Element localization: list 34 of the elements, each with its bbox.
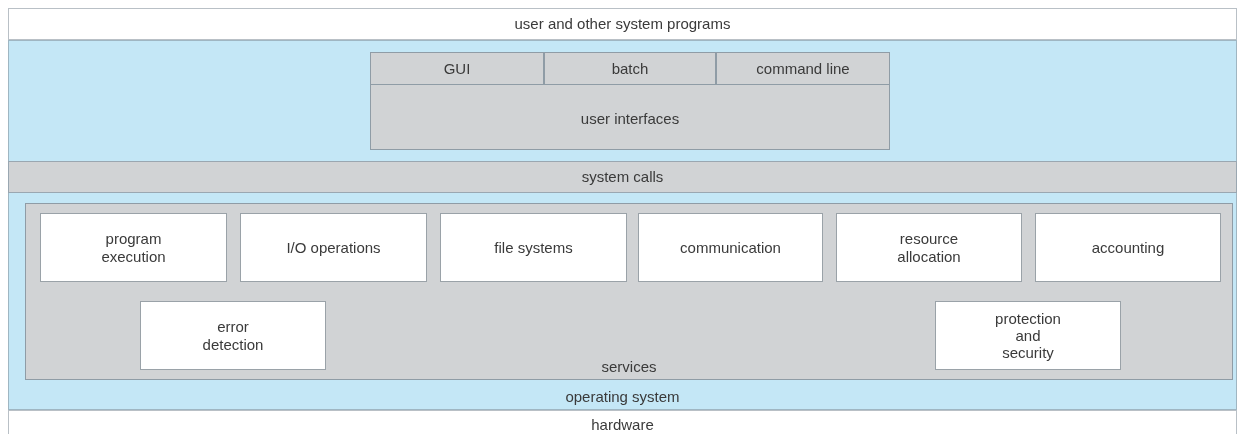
layer-band	[8, 161, 1237, 193]
node-label: system calls	[581, 168, 664, 186]
node-label: I/O operations	[286, 238, 381, 257]
service-box	[140, 301, 326, 370]
node-label: command line	[756, 59, 850, 78]
node-label: services	[601, 357, 657, 375]
interface-cell	[370, 52, 544, 85]
node-label: file systems	[494, 238, 573, 257]
service-box	[638, 213, 823, 282]
service-box	[1035, 213, 1221, 282]
node-label: operating system	[565, 387, 680, 405]
interface-cell	[716, 52, 890, 85]
service-box	[836, 213, 1022, 282]
layer-band	[8, 8, 1237, 40]
layer-band	[8, 40, 1237, 410]
node-label: hardware	[591, 416, 654, 434]
layer-band	[8, 410, 1237, 434]
node-label: user and other system programs	[514, 15, 731, 33]
service-box	[935, 301, 1121, 370]
node-label: communication	[680, 238, 781, 257]
node-label: GUI	[443, 59, 471, 78]
node-label: batch	[611, 59, 649, 78]
service-box	[240, 213, 427, 282]
node-label: program execution	[100, 230, 167, 265]
service-box	[40, 213, 227, 282]
node-label: error detection	[201, 318, 265, 353]
interface-cell	[544, 52, 716, 85]
node-label: user interfaces	[580, 109, 680, 127]
group-panel	[25, 203, 1233, 380]
node-label: resource allocation	[896, 230, 962, 265]
node-label: accounting	[1091, 238, 1165, 257]
node-label: protection and security	[994, 309, 1062, 362]
service-box	[440, 213, 627, 282]
group-panel	[370, 52, 890, 150]
